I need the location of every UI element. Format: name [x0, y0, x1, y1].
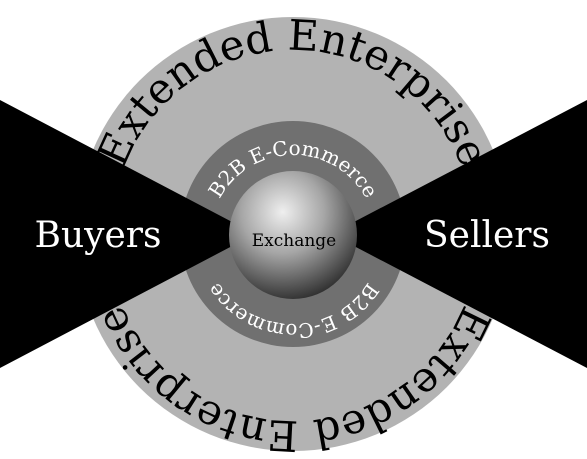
buyers-label: Buyers	[35, 215, 162, 256]
exchange-label: Exchange	[252, 231, 337, 251]
sellers-label: Sellers	[424, 215, 550, 256]
buyers-wedge	[0, 100, 255, 368]
exchange-sphere	[229, 171, 357, 299]
sellers-wedge	[331, 100, 587, 368]
